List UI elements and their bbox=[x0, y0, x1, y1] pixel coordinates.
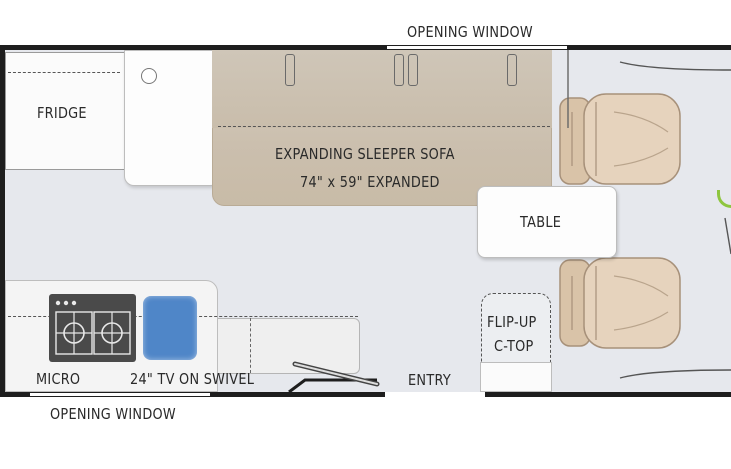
dinette-table bbox=[477, 186, 617, 258]
fridge bbox=[5, 52, 125, 170]
steering-accent-icon bbox=[717, 190, 731, 208]
c-top-label: C-TOP bbox=[494, 337, 534, 355]
seatbelt-icon bbox=[285, 54, 295, 86]
bottom-opening-window bbox=[30, 392, 210, 397]
sofa-backrest bbox=[212, 50, 552, 128]
table-label: TABLE bbox=[520, 213, 562, 231]
top-opening-window bbox=[387, 45, 567, 50]
bottom-wall bbox=[0, 392, 731, 397]
micro-label: MICRO bbox=[36, 370, 81, 388]
door-swing-icon bbox=[288, 361, 380, 394]
cabinet-knob-icon bbox=[141, 68, 157, 84]
cab-outline bbox=[567, 50, 731, 379]
bottom-window-label: OPENING WINDOW bbox=[50, 405, 176, 423]
fridge-label: FRIDGE bbox=[37, 104, 87, 122]
counter-dashed-divider bbox=[250, 318, 251, 373]
sofa-label: EXPANDING SLEEPER SOFA bbox=[275, 145, 455, 163]
burner-icon bbox=[55, 300, 131, 355]
top-wall bbox=[0, 45, 731, 50]
flip-up-c-top bbox=[481, 293, 551, 363]
wardrobe-cabinet bbox=[124, 50, 220, 186]
top-window-label: OPENING WINDOW bbox=[407, 23, 533, 41]
seatbelt-icon bbox=[394, 54, 404, 86]
counter-extension bbox=[215, 318, 360, 374]
seatbelt-icon bbox=[408, 54, 418, 86]
entry-step bbox=[480, 362, 552, 392]
passenger-seat bbox=[559, 257, 681, 349]
entry-door-gap bbox=[385, 392, 485, 397]
driver-seat bbox=[559, 93, 681, 185]
fridge-dashed-line bbox=[8, 72, 120, 73]
entry-label: ENTRY bbox=[408, 371, 451, 389]
sink bbox=[143, 296, 197, 360]
sofa-dimensions-label: 74" x 59" EXPANDED bbox=[300, 173, 440, 191]
sofa-dashed-line bbox=[218, 126, 550, 127]
seatbelt-icon bbox=[507, 54, 517, 86]
rear-wall bbox=[0, 45, 5, 397]
tv-label: 24" TV ON SWIVEL bbox=[130, 370, 255, 388]
flip-up-label: FLIP-UP bbox=[487, 313, 537, 331]
